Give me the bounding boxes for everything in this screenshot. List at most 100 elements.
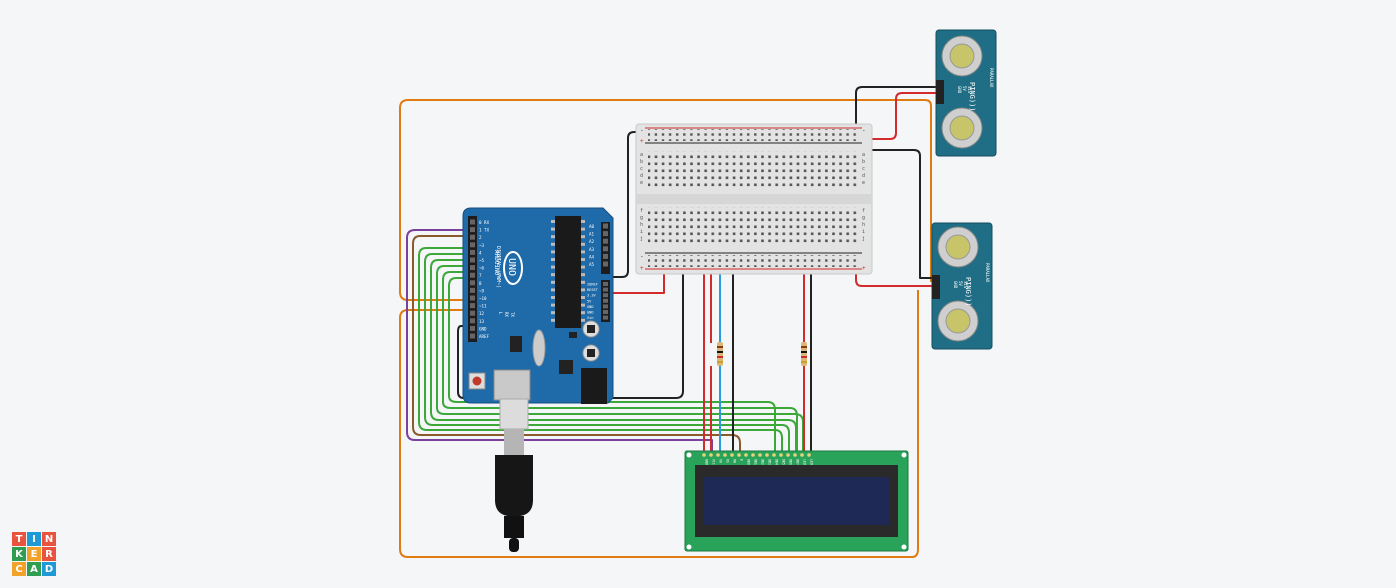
power-pin-socket[interactable] (603, 315, 608, 320)
sensor-2-mesh-bottom (945, 308, 971, 334)
chip-leg (551, 235, 555, 239)
digital-pin-socket[interactable] (470, 303, 475, 309)
chip-leg (581, 296, 585, 299)
power-pin-socket[interactable] (603, 293, 608, 298)
lcd-pin[interactable] (702, 453, 706, 457)
terminal-strip-bottom (648, 207, 860, 245)
lcd-pin-label-group: VCC (712, 459, 716, 465)
power-pin-socket[interactable] (603, 298, 608, 303)
ultrasonic-sensor-1[interactable]: GND 5V SIG PING))) PARALLAX (935, 29, 997, 157)
wire-green-4[interactable] (436, 265, 804, 455)
lcd-hole-tl (686, 452, 692, 458)
analog-pin-label: A1 (589, 232, 595, 237)
digital-pin-socket[interactable] (470, 234, 475, 240)
analog-pin-socket[interactable] (603, 261, 608, 267)
lcd-pin-label: DB4 (775, 459, 779, 465)
row-letter: g (862, 215, 865, 221)
digital-pin-socket[interactable] (470, 219, 475, 225)
digital-pin-socket[interactable] (470, 280, 475, 286)
reset-button[interactable] (472, 376, 482, 386)
digital-pin-socket[interactable] (470, 295, 475, 301)
power-pin-label: 5V (587, 299, 592, 303)
digital-pin-socket[interactable] (470, 287, 475, 293)
resistor-2[interactable] (801, 342, 807, 366)
lcd-pin[interactable] (793, 453, 797, 457)
lcd-pin-label-group: DB0 (747, 459, 751, 465)
lcd-pin[interactable] (751, 453, 755, 457)
lcd-pin[interactable] (758, 453, 762, 457)
row-letter: h (862, 222, 865, 228)
digital-pin-socket[interactable] (470, 333, 475, 339)
digital-pin-socket[interactable] (470, 257, 475, 263)
digital-pin-socket[interactable] (470, 265, 475, 271)
wire-green-3[interactable] (430, 259, 797, 455)
chip-legs (551, 220, 585, 322)
chip-leg (581, 288, 585, 292)
l-label: L (498, 312, 503, 315)
lcd-pin[interactable] (786, 453, 790, 457)
lcd-pin-label: DB2 (761, 459, 765, 465)
wire-orange-bottom[interactable] (399, 290, 919, 558)
digital-pin-socket[interactable] (470, 325, 475, 331)
lcd-pin[interactable] (709, 453, 713, 457)
power-pin-socket[interactable] (603, 287, 608, 292)
lcd-pin[interactable] (800, 453, 804, 457)
wire-black-gnd[interactable] (457, 260, 684, 399)
wire-green-6[interactable] (448, 277, 776, 455)
wire-purple[interactable] (406, 229, 713, 455)
lcd-pin[interactable] (716, 453, 720, 457)
rail-minus-label-bottom: - (640, 253, 644, 260)
digital-pin-socket[interactable] (470, 249, 475, 255)
wire-green-1[interactable] (418, 247, 783, 455)
digital-pin-socket[interactable] (470, 272, 475, 278)
lcd-pin[interactable] (730, 453, 734, 457)
lcd-pin[interactable] (744, 453, 748, 457)
power-pin-socket[interactable] (603, 282, 608, 286)
power-pin-socket[interactable] (603, 310, 608, 314)
wire-black-bb-left[interactable] (606, 131, 652, 278)
wire-red-s2[interactable] (855, 266, 934, 287)
chip-leg (551, 303, 555, 307)
led-labels: TX RX L (498, 312, 515, 317)
digital-pin-label: 2 (479, 235, 482, 240)
analog-pin-socket[interactable] (603, 246, 608, 252)
lcd-pin[interactable] (737, 453, 741, 457)
row-letter: j (640, 236, 643, 242)
lcd-pin[interactable] (765, 453, 769, 457)
terminal-strip-top (648, 151, 860, 189)
wire-black-s1[interactable] (855, 86, 938, 130)
analog-pin-socket[interactable] (603, 231, 608, 237)
rail-minus-label-top-right: - (862, 127, 866, 134)
lcd-pin-label: E (740, 459, 744, 461)
breadboard-channel (636, 194, 872, 204)
lcd-pin[interactable] (772, 453, 776, 457)
wire-orange-top[interactable] (399, 99, 932, 301)
wire-green-2[interactable] (424, 253, 790, 455)
wire-brown[interactable] (412, 235, 741, 455)
power-pin-socket[interactable] (603, 304, 608, 309)
logo-letter: D (42, 562, 56, 576)
lcd-pin[interactable] (779, 453, 783, 457)
wire-red-s1[interactable] (858, 92, 938, 140)
analog-pin-socket[interactable] (603, 253, 608, 259)
digital-pin-socket[interactable] (470, 227, 475, 233)
lcd-pin[interactable] (723, 453, 727, 457)
analog-pin-socket[interactable] (603, 238, 608, 244)
sensor-2-brand: PARALLAX (985, 263, 990, 283)
chip-leg (551, 280, 555, 284)
digital-pin-socket[interactable] (470, 242, 475, 248)
ultrasonic-sensor-2[interactable]: GND 5V SIG PING))) PARALLAX (931, 222, 993, 350)
digital-pin-socket[interactable] (470, 310, 475, 316)
lcd-pin-label: LED (803, 459, 807, 465)
wire-green-5[interactable] (442, 271, 798, 455)
sensor-1-pin-5v: 5V (962, 86, 967, 91)
lcd-pin[interactable] (807, 453, 811, 457)
digital-pin-socket[interactable] (470, 318, 475, 324)
analog-pin-socket[interactable] (603, 223, 608, 229)
resistor-1[interactable] (717, 342, 723, 366)
